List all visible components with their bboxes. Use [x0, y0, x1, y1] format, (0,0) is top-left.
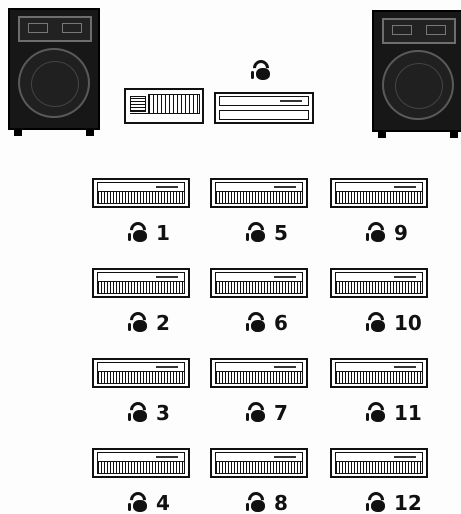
station-number: 4: [156, 492, 170, 514]
headset-icon: [246, 222, 268, 244]
left-speaker-icon: [8, 8, 100, 130]
station-number: 1: [156, 222, 170, 244]
station-number: 3: [156, 402, 170, 424]
teacher-keyboard-icon: [214, 92, 314, 124]
keyboard-icon: [210, 268, 308, 298]
station-number: 10: [394, 312, 422, 334]
station-number: 7: [274, 402, 288, 424]
keyboard-icon: [330, 448, 428, 478]
keyboard-icon: [92, 358, 190, 388]
keyboard-icon: [330, 358, 428, 388]
keyboard-icon: [210, 178, 308, 208]
station-number: 5: [274, 222, 288, 244]
headset-icon: [128, 312, 150, 334]
station-number: 2: [156, 312, 170, 334]
headset-icon: [366, 312, 388, 334]
right-speaker-icon: [372, 10, 461, 132]
keyboard-icon: [92, 448, 190, 478]
station-number: 8: [274, 492, 288, 514]
headset-icon: [366, 492, 388, 514]
keyboard-icon: [210, 448, 308, 478]
keyboard-icon: [92, 268, 190, 298]
station-number: 6: [274, 312, 288, 334]
headset-icon: [128, 222, 150, 244]
headset-icon: [128, 492, 150, 514]
headset-icon: [366, 222, 388, 244]
headset-icon: [246, 492, 268, 514]
headset-icon: [246, 402, 268, 424]
keyboard-icon: [330, 178, 428, 208]
keyboard-icon: [92, 178, 190, 208]
station-number: 9: [394, 222, 408, 244]
headset-icon: [246, 312, 268, 334]
headset-icon: [366, 402, 388, 424]
teacher-headset-icon: [251, 60, 273, 82]
station-number: 12: [394, 492, 422, 514]
mixer-icon: [124, 88, 204, 124]
station-number: 11: [394, 402, 422, 424]
headset-icon: [128, 402, 150, 424]
keyboard-icon: [330, 268, 428, 298]
keyboard-icon: [210, 358, 308, 388]
